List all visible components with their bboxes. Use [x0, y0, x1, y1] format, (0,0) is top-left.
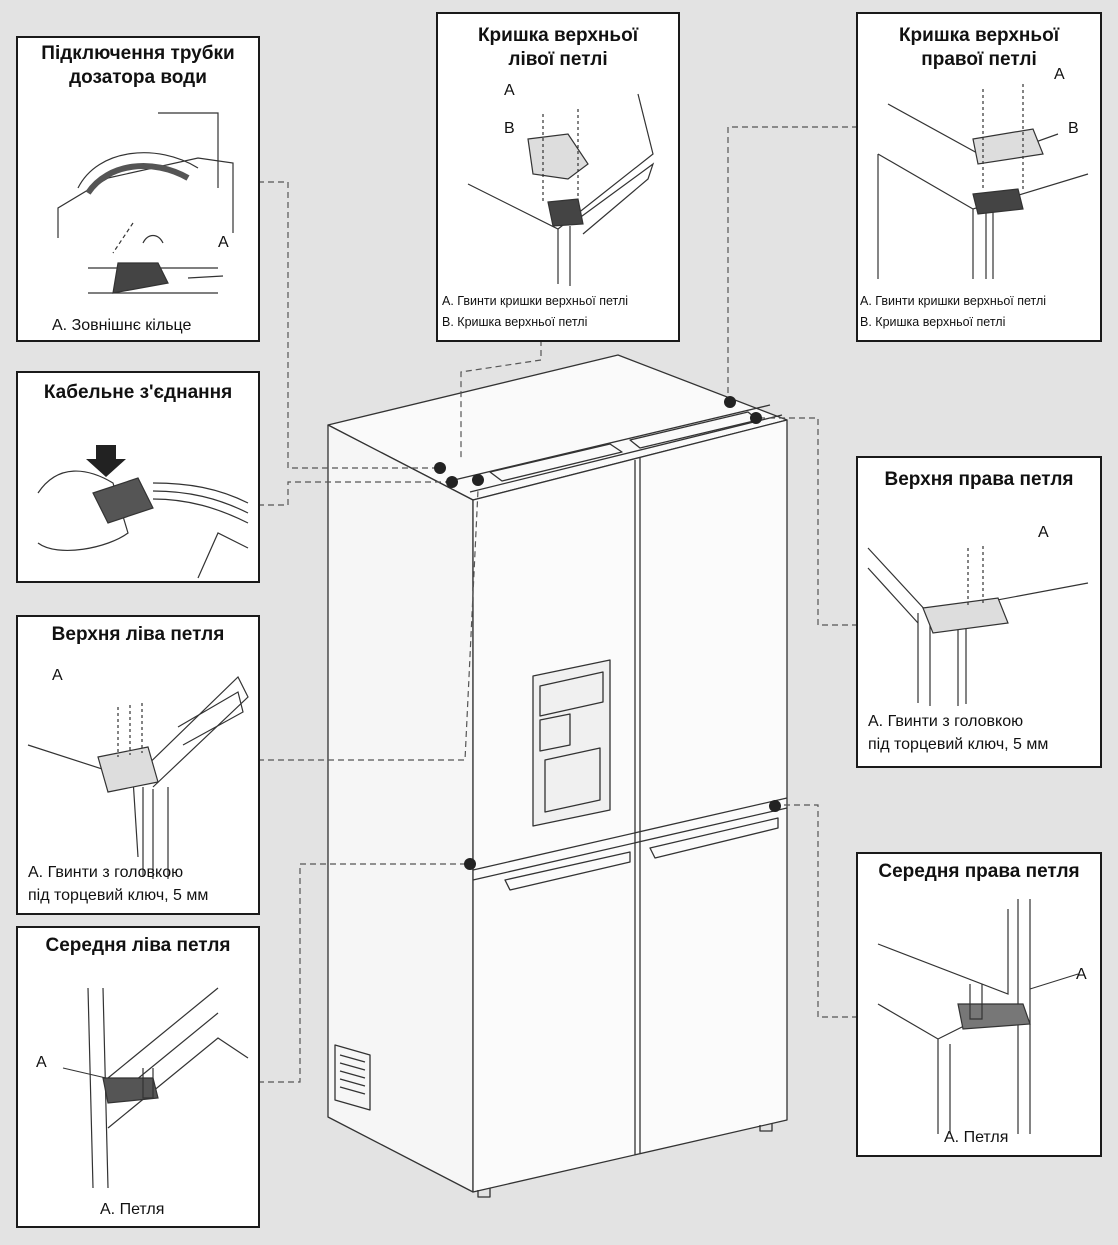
caption: А. Петля: [944, 1129, 1009, 1146]
label-b: B: [504, 120, 515, 137]
label-a: A: [218, 234, 229, 251]
panel-top-right-hinge-cover: Кришка верхньої правої петлі A B А. Гвин…: [856, 12, 1102, 342]
label-a: A: [36, 1054, 47, 1071]
caption-line-2: під торцевий ключ, 5 мм: [28, 887, 209, 904]
panel-title: Підключення трубки дозатора води: [41, 43, 235, 88]
panel-mid-left-hinge: Середня ліва петля A А. Петля: [16, 926, 260, 1228]
caption-line-2: під торцевий ключ, 5 мм: [868, 736, 1049, 753]
caption-line-2: В. Кришка верхньої петлі: [442, 315, 588, 329]
label-a: A: [52, 667, 63, 684]
cable-illustration: [37, 445, 249, 579]
top-right-hinge-illustration: [867, 546, 1089, 706]
caption-line-1: А. Гвинти з головкою: [868, 713, 1024, 730]
top-right-cover-illustration: [877, 84, 1089, 279]
caption-line-1: А. Гвинти кришки верхньої петлі: [442, 294, 629, 308]
water-tube-illustration: [57, 112, 234, 294]
panel-water-tube: Підключення трубки дозатора води A А. Зо…: [16, 36, 260, 342]
panel-title: Кабельне з'єднання: [43, 382, 233, 403]
panel-title: Середня ліва петля: [45, 935, 231, 956]
panel-cable-connection: Кабельне з'єднання: [16, 371, 260, 583]
panel-top-right-hinge: Верхня права петля A А. Гвинти з головко…: [856, 456, 1102, 768]
panel-title: Кришка верхньої правої петлі: [898, 25, 1060, 70]
panel-title: Верхня ліва петля: [51, 624, 225, 645]
panel-title: Верхня права петля: [884, 469, 1074, 490]
label-a: A: [1038, 524, 1049, 541]
label-a: A: [1076, 966, 1087, 983]
panel-top-left-hinge-cover: Кришка верхньої лівої петлі A B А. Гвинт…: [436, 12, 680, 342]
mid-left-hinge-illustration: [62, 987, 249, 1189]
label-a: A: [1054, 66, 1065, 83]
label-a: A: [504, 82, 515, 99]
mid-right-hinge-illustration: [877, 899, 1079, 1134]
caption: А. Петля: [100, 1201, 165, 1218]
caption-line-2: В. Кришка верхньої петлі: [860, 315, 1006, 329]
label-b: B: [1068, 120, 1079, 137]
caption: А. Зовнішнє кільце: [52, 317, 192, 334]
panel-mid-right-hinge: Середня права петля A А. Петля: [856, 852, 1102, 1157]
top-left-hinge-illustration: [27, 675, 249, 879]
panel-title: Середня права петля: [878, 861, 1080, 882]
top-left-cover-illustration: [467, 93, 655, 286]
caption-line-1: А. Гвинти з головкою: [28, 864, 184, 881]
panel-title: Кришка верхньої лівої петлі: [477, 25, 639, 70]
caption-line-1: А. Гвинти кришки верхньої петлі: [860, 294, 1047, 308]
panel-top-left-hinge: Верхня ліва петля A А. Гвинти з головкою…: [16, 615, 260, 915]
